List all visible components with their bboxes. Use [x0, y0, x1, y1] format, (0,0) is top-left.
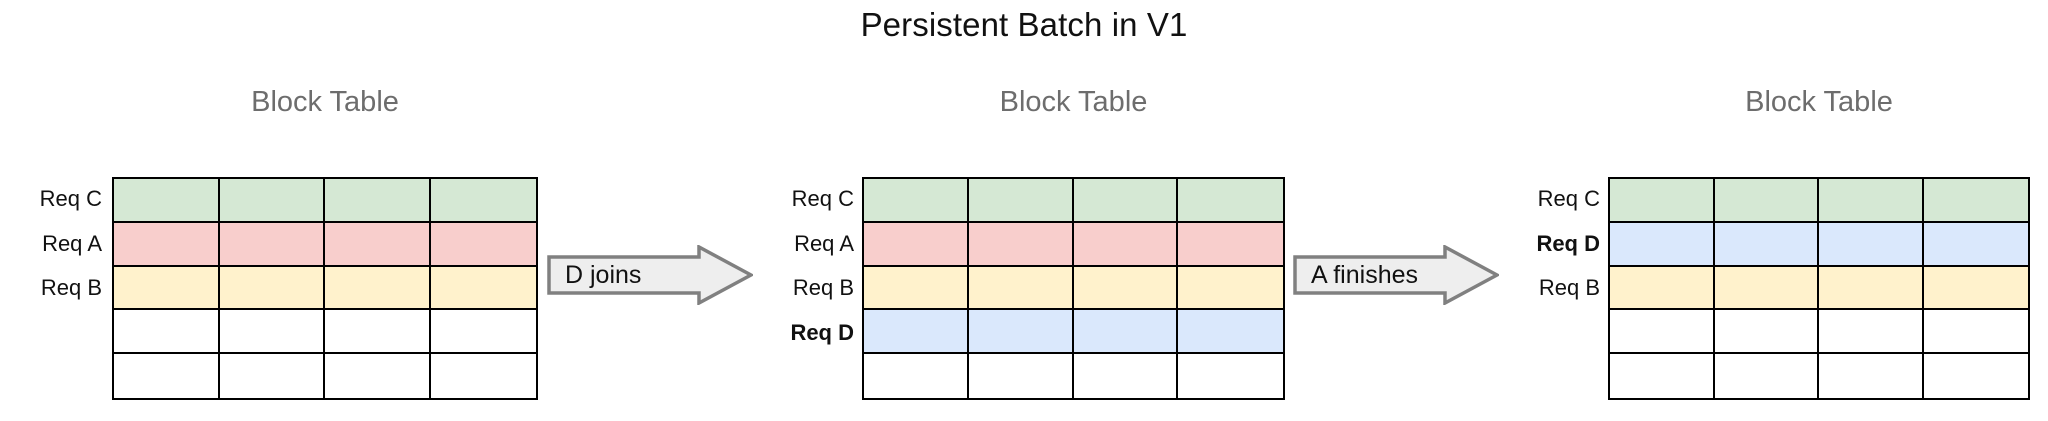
block-cell: [1178, 222, 1283, 267]
arrow-shape-icon: [1293, 245, 1499, 305]
block-cell: [1073, 266, 1179, 311]
row-label-column-2: Req C Req A Req B Req D: [752, 177, 862, 400]
arrow-d-joins: D joins: [547, 245, 753, 305]
block-cell: [1714, 354, 1819, 398]
block-cell: [1178, 179, 1283, 223]
block-cell: [1714, 222, 1819, 267]
page-title: Persistent Batch in V1: [860, 6, 1188, 43]
block-cell: [1178, 354, 1283, 398]
row-label: [1498, 311, 1608, 356]
block-cell: [219, 354, 325, 398]
row-label: Req C: [791, 186, 854, 211]
block-cell: [1073, 179, 1179, 223]
block-cell: [1819, 266, 1924, 311]
block-cell: [1923, 266, 2028, 311]
row-label: Req D: [1536, 230, 1600, 256]
block-cell: [1178, 266, 1283, 311]
row-label: Req A: [42, 230, 102, 256]
block-cell: [114, 266, 220, 311]
block-cell: [1819, 310, 1924, 355]
block-cell: [219, 222, 325, 267]
block-table-grid-2: [862, 177, 1285, 400]
block-cell: [1714, 179, 1819, 223]
block-cell: [1610, 354, 1715, 398]
block-cell: [1819, 354, 1924, 398]
row-label: Req B: [1538, 275, 1600, 301]
block-cell: [219, 266, 325, 311]
block-cell: [430, 266, 536, 311]
block-cell: [430, 179, 536, 223]
block-cell: [968, 354, 1074, 398]
block-cell: [1178, 310, 1283, 355]
block-cell: [1714, 310, 1819, 355]
block-cell: [1819, 222, 1924, 267]
block-cell: [864, 310, 969, 355]
block-cell: [430, 222, 536, 267]
arrow-a-finishes: A finishes: [1293, 245, 1499, 305]
block-cell: [864, 266, 969, 311]
panel-block-table-1: Block Table Req C Req A Req B: [0, 0, 540, 421]
block-cell: [864, 354, 969, 398]
row-label: Req B: [792, 275, 854, 301]
row-label: Req C: [1537, 186, 1600, 211]
block-cell: [1923, 222, 2028, 267]
block-cell: [1714, 266, 1819, 311]
block-cell: [219, 310, 325, 355]
block-cell: [325, 266, 431, 311]
block-cell: [1610, 310, 1715, 355]
block-cell: [1923, 354, 2028, 398]
row-label: [1498, 355, 1608, 400]
row-label: Req D: [790, 319, 854, 345]
block-cell: [968, 222, 1074, 267]
block-cell: [1610, 179, 1715, 223]
block-cell: [1073, 222, 1179, 267]
block-cell: [968, 266, 1074, 311]
block-cell: [114, 310, 220, 355]
block-cell: [1923, 179, 2028, 223]
panel-block-table-3: Block Table Req C Req D Req B: [1498, 0, 2032, 421]
row-label: [0, 311, 110, 356]
panel-title-2: Block Table: [999, 86, 1148, 118]
block-cell: [114, 354, 220, 398]
block-cell: [325, 179, 431, 223]
block-cell: [114, 222, 220, 267]
arrow-shape-icon: [547, 245, 753, 305]
block-cell: [430, 354, 536, 398]
block-cell: [219, 179, 325, 223]
block-cell: [864, 222, 969, 267]
row-label: Req B: [40, 275, 102, 301]
block-cell: [968, 310, 1074, 355]
row-label: [752, 355, 862, 400]
block-cell: [864, 179, 969, 223]
row-label: Req C: [39, 186, 102, 211]
row-label: [0, 355, 110, 400]
block-table-grid-3: [1608, 177, 2030, 400]
block-cell: [430, 310, 536, 355]
block-cell: [325, 310, 431, 355]
row-label-column-3: Req C Req D Req B: [1498, 177, 1608, 400]
block-table-grid-1: [112, 177, 538, 400]
block-cell: [1923, 310, 2028, 355]
panel-title-3: Block Table: [1745, 86, 1893, 118]
block-cell: [325, 222, 431, 267]
block-cell: [1610, 266, 1715, 311]
block-cell: [1073, 310, 1179, 355]
block-cell: [968, 179, 1074, 223]
panel-block-table-2: Block Table Req C Req A Req B Req D: [752, 0, 1286, 421]
panel-title-1: Block Table: [251, 86, 399, 118]
block-cell: [1819, 179, 1924, 223]
block-cell: [325, 354, 431, 398]
block-cell: [1610, 222, 1715, 267]
row-label-column-1: Req C Req A Req B: [0, 177, 110, 400]
block-cell: [114, 179, 220, 223]
row-label: Req A: [794, 230, 854, 256]
block-cell: [1073, 354, 1179, 398]
